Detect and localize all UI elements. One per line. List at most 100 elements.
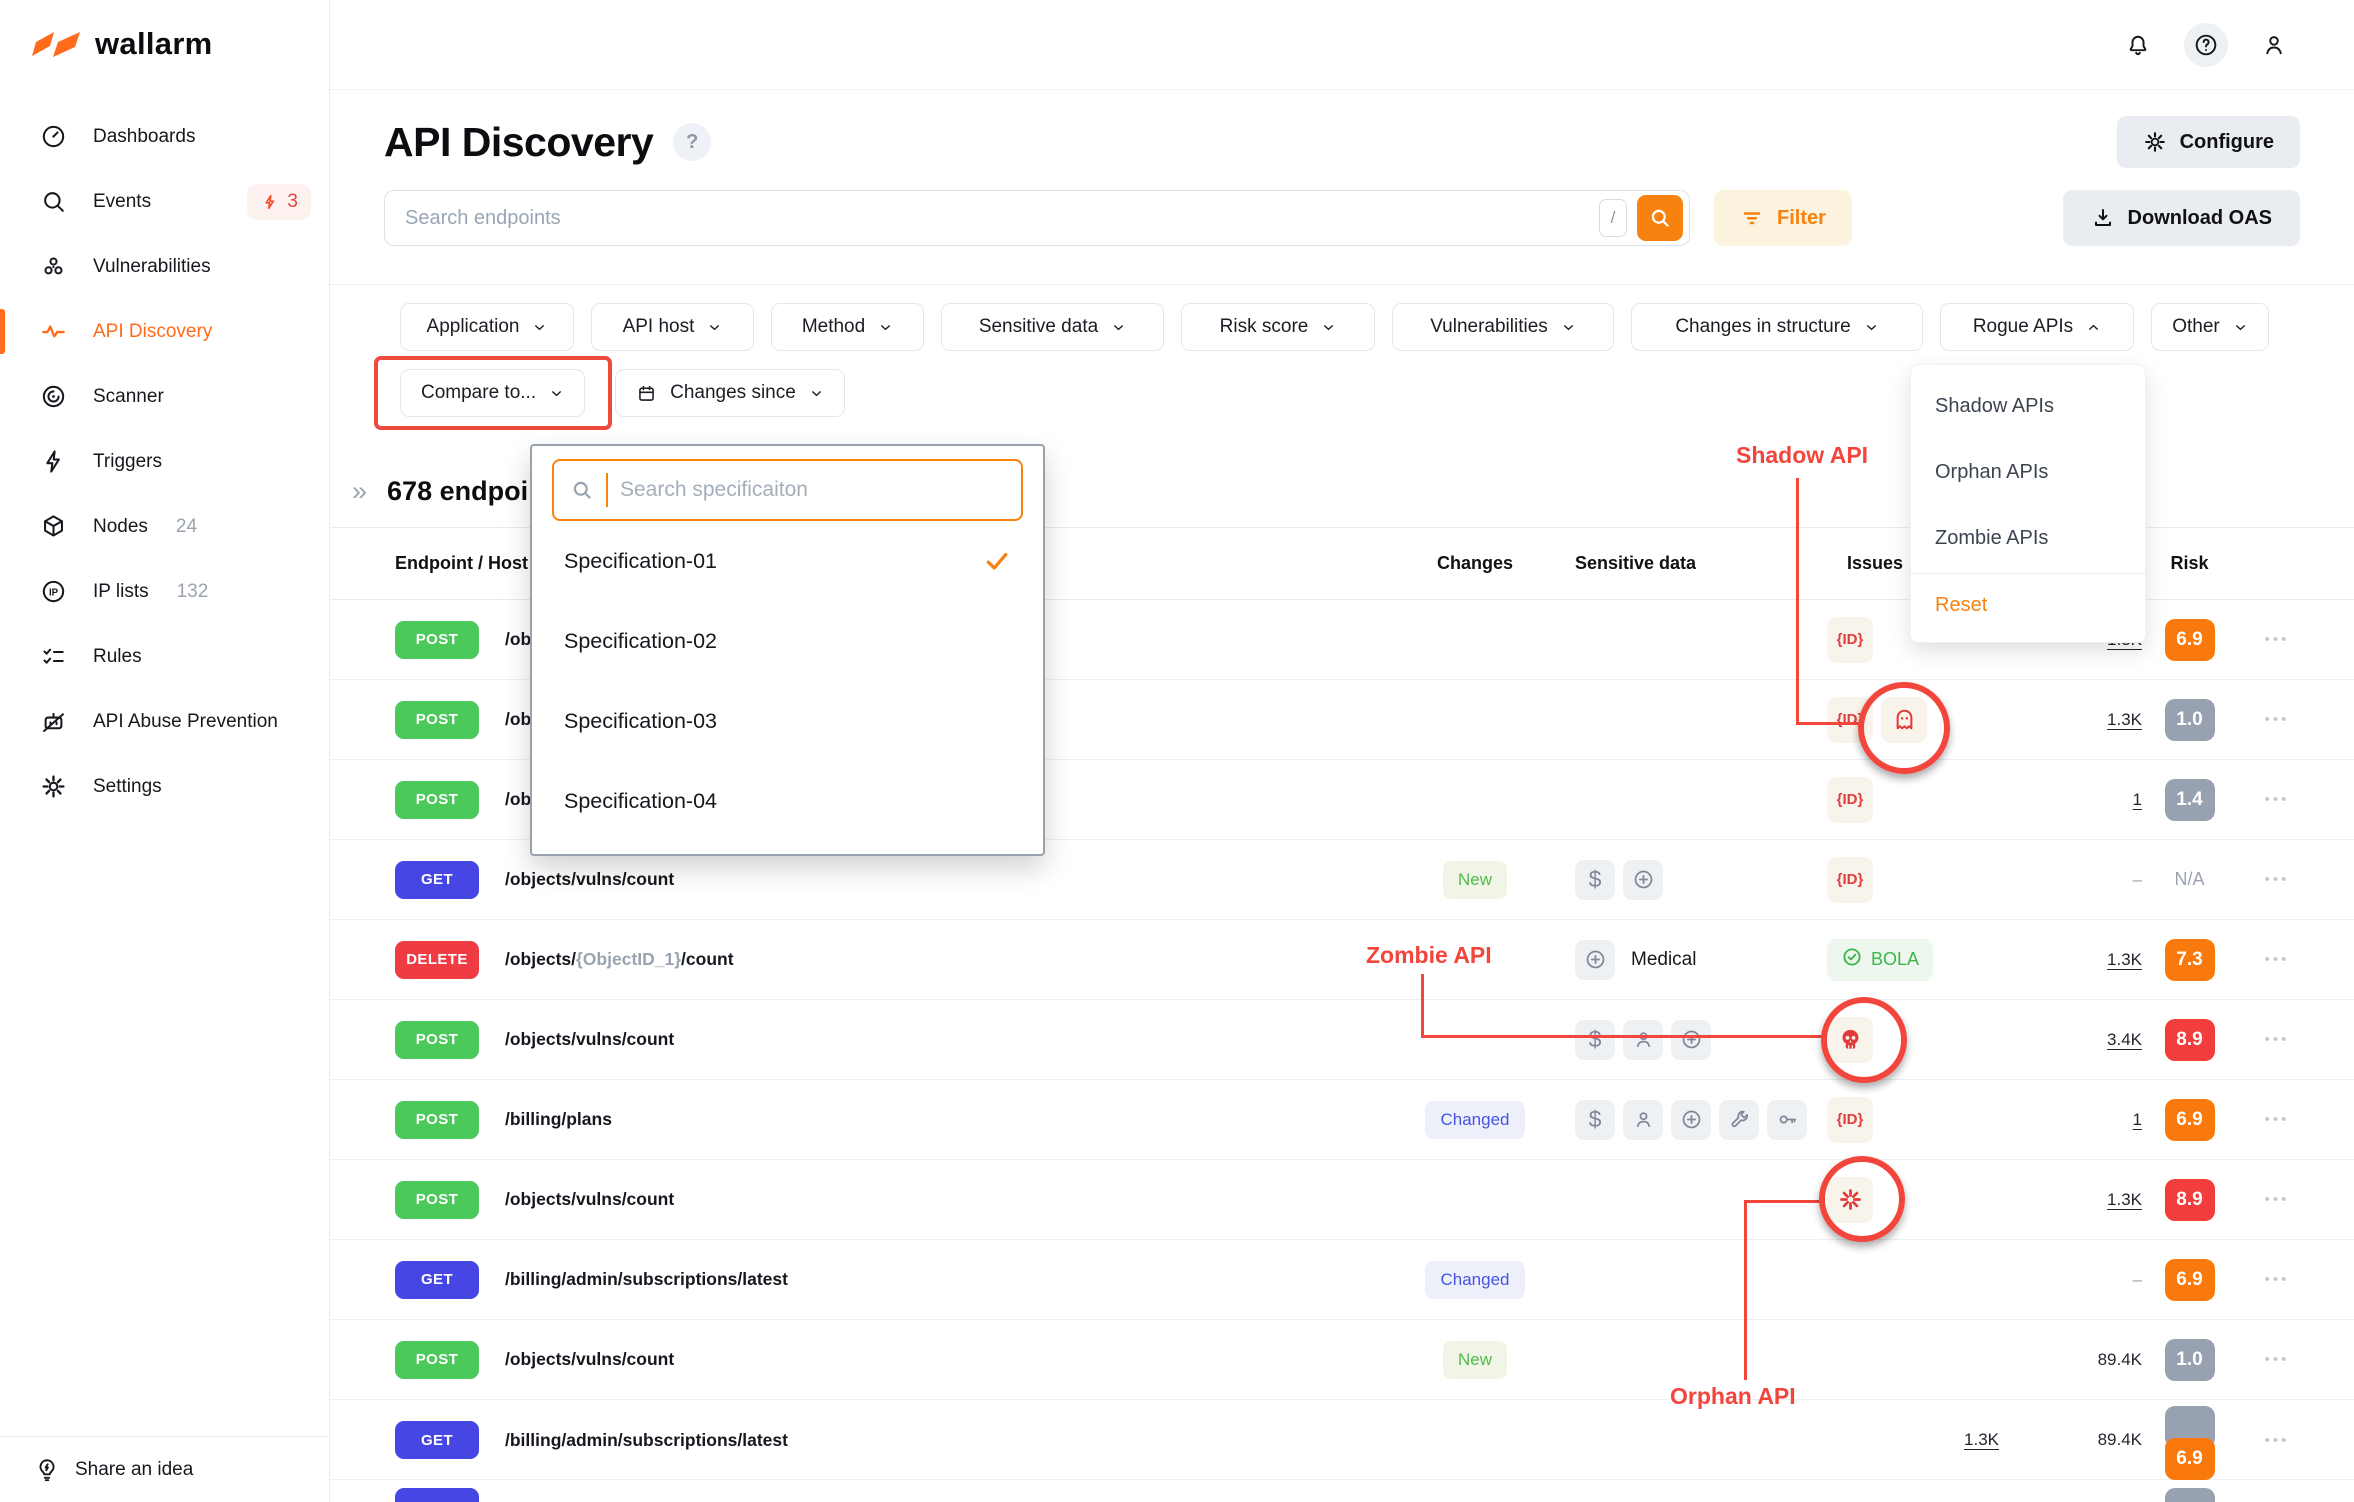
col-risk[interactable]: Risk (2170, 553, 2209, 573)
sidebar-item-dashboards[interactable]: Dashboards (0, 104, 329, 169)
notifications-bell-icon[interactable] (2116, 23, 2160, 67)
endpoint-path: /objects/vulns/count (505, 1029, 675, 1049)
sidebar-item-api-abuse-prevention[interactable]: API Abuse Prevention (0, 689, 329, 754)
specification-option[interactable]: Specification-03 (552, 681, 1023, 761)
id-issue-icon[interactable]: {ID} (1827, 1096, 1873, 1143)
bola-badge[interactable]: BOLA (1827, 938, 1934, 981)
row-menu-dots[interactable]: ••• (2264, 951, 2290, 968)
id-issue-icon[interactable]: {ID} (1827, 776, 1873, 823)
specification-search-input[interactable] (620, 478, 1005, 502)
col-changes[interactable]: Changes (1436, 553, 1514, 573)
filter-chip-other[interactable]: Other (2151, 303, 2269, 351)
rogue-reset-button[interactable]: Reset (1935, 593, 1988, 616)
filter-chip-changes-in-structure[interactable]: Changes in structure (1631, 303, 1923, 351)
events-alert-count: 3 (287, 190, 298, 212)
method-badge: POST (395, 620, 479, 659)
table-row[interactable]: GET (330, 1480, 2354, 1502)
id-issue-icon[interactable]: {ID} (1827, 616, 1873, 663)
row-menu-dots[interactable]: ••• (2264, 1111, 2290, 1128)
sidebar-item-api-discovery[interactable]: API Discovery (0, 299, 329, 364)
row-menu-dots[interactable]: ••• (2264, 1031, 2290, 1048)
settings-icon (40, 773, 67, 800)
filter-chip-sensitive-data[interactable]: Sensitive data (941, 303, 1164, 351)
col-endpoint-host[interactable]: Endpoint / Host (395, 553, 528, 573)
dollar-sensitive-icon: $ (1575, 859, 1615, 900)
specification-option[interactable]: Specification-04 (552, 761, 1023, 841)
filter-chip-label: Rogue APIs (1972, 316, 2074, 337)
events-alert-badge[interactable]: 3 (247, 183, 311, 220)
configure-button[interactable]: Configure (2116, 116, 2300, 168)
specification-search[interactable] (552, 459, 1023, 521)
filter-chip-vulnerabilities[interactable]: Vulnerabilities (1392, 303, 1614, 351)
sidebar-item-scanner[interactable]: Scanner (0, 364, 329, 429)
filter-chip-api-host[interactable]: API host (591, 303, 754, 351)
search-input[interactable] (405, 206, 1599, 230)
rogue-menu-item-zombie-apis[interactable]: Zombie APIs (1935, 526, 2049, 549)
filter-chip-application[interactable]: Application (400, 303, 574, 351)
person-sensitive-icon (1623, 1099, 1663, 1140)
row-menu-dots[interactable]: ••• (2264, 1351, 2290, 1368)
hits-link[interactable]: 1.3K (2107, 709, 2142, 729)
shadow-api-ghost-icon[interactable] (1881, 696, 1927, 743)
sensitive-data-label: Medical (1631, 948, 1697, 970)
rogue-menu-item-shadow-apis[interactable]: Shadow APIs (1935, 394, 2054, 417)
endpoint-search[interactable]: / (384, 190, 1690, 246)
row-menu-dots[interactable]: ••• (2264, 711, 2290, 728)
row-menu-dots[interactable]: ••• (2264, 871, 2290, 888)
title-help-icon[interactable]: ? (673, 123, 712, 161)
search-button[interactable] (1637, 195, 1683, 241)
filter-button[interactable]: Filter (1714, 190, 1852, 246)
sidebar-item-vulnerabilities[interactable]: Vulnerabilities (0, 234, 329, 299)
hits-link[interactable]: 1 (2132, 1109, 2142, 1129)
filter-chip-risk-score[interactable]: Risk score (1181, 303, 1375, 351)
row-menu-dots[interactable]: ••• (2264, 791, 2290, 808)
id-issue-icon[interactable]: {ID} (1827, 696, 1873, 743)
triggers-icon (40, 448, 67, 475)
row-menu-dots[interactable]: ••• (2264, 1191, 2290, 1208)
specification-option[interactable]: Specification-02 (552, 601, 1023, 681)
filter-chip-method[interactable]: Method (771, 303, 924, 351)
sidebar-item-rules[interactable]: Rules (0, 624, 329, 689)
user-profile-icon[interactable] (2252, 23, 2296, 67)
col-issues[interactable]: Issues (1847, 553, 1904, 573)
method-badge: GET (395, 1260, 479, 1299)
row-menu-dots[interactable]: ••• (2264, 1271, 2290, 1288)
collapse-panel-icon[interactable]: » (352, 475, 368, 506)
brand-logo[interactable]: wallarm (0, 0, 329, 62)
hits-link[interactable]: 1.3K (2107, 949, 2142, 969)
hits-link[interactable]: 1 (2132, 789, 2142, 809)
sidebar-item-triggers[interactable]: Triggers (0, 429, 329, 494)
rogue-menu-item-orphan-apis[interactable]: Orphan APIs (1935, 460, 2049, 483)
hits-link[interactable]: 3.4K (2107, 1029, 2142, 1049)
changes-badge: Changed (1425, 1100, 1525, 1139)
filter-chip-changes-since[interactable]: Changes since (615, 369, 845, 417)
wallarm-logo-icon (32, 32, 80, 57)
zombie-api-skull-icon[interactable] (1827, 1016, 1873, 1063)
specification-option[interactable]: Specification-01 (552, 521, 1023, 601)
filter-chip-compare-to-[interactable]: Compare to... (400, 369, 586, 417)
row-menu-dots[interactable]: ••• (2264, 1431, 2290, 1449)
calendar-icon (636, 383, 657, 404)
sidebar-item-settings[interactable]: Settings (0, 754, 329, 819)
download-oas-button[interactable]: Download OAS (2062, 190, 2300, 246)
orphan-api-icon[interactable] (1827, 1176, 1873, 1223)
row-menu-dots[interactable]: ••• (2264, 631, 2290, 648)
check-icon (983, 547, 1011, 575)
help-icon[interactable] (2184, 22, 2228, 67)
filter-chip-rogue-apis[interactable]: Rogue APIs (1940, 303, 2134, 351)
hits-link[interactable]: 1.3K (1964, 1430, 1999, 1449)
col-sensitive-data[interactable]: Sensitive data (1575, 553, 1697, 573)
id-issue-icon[interactable]: {ID} (1827, 856, 1873, 903)
share-idea-button[interactable]: Share an idea (0, 1436, 329, 1502)
hits-link[interactable]: 1.3K (2107, 1189, 2142, 1209)
